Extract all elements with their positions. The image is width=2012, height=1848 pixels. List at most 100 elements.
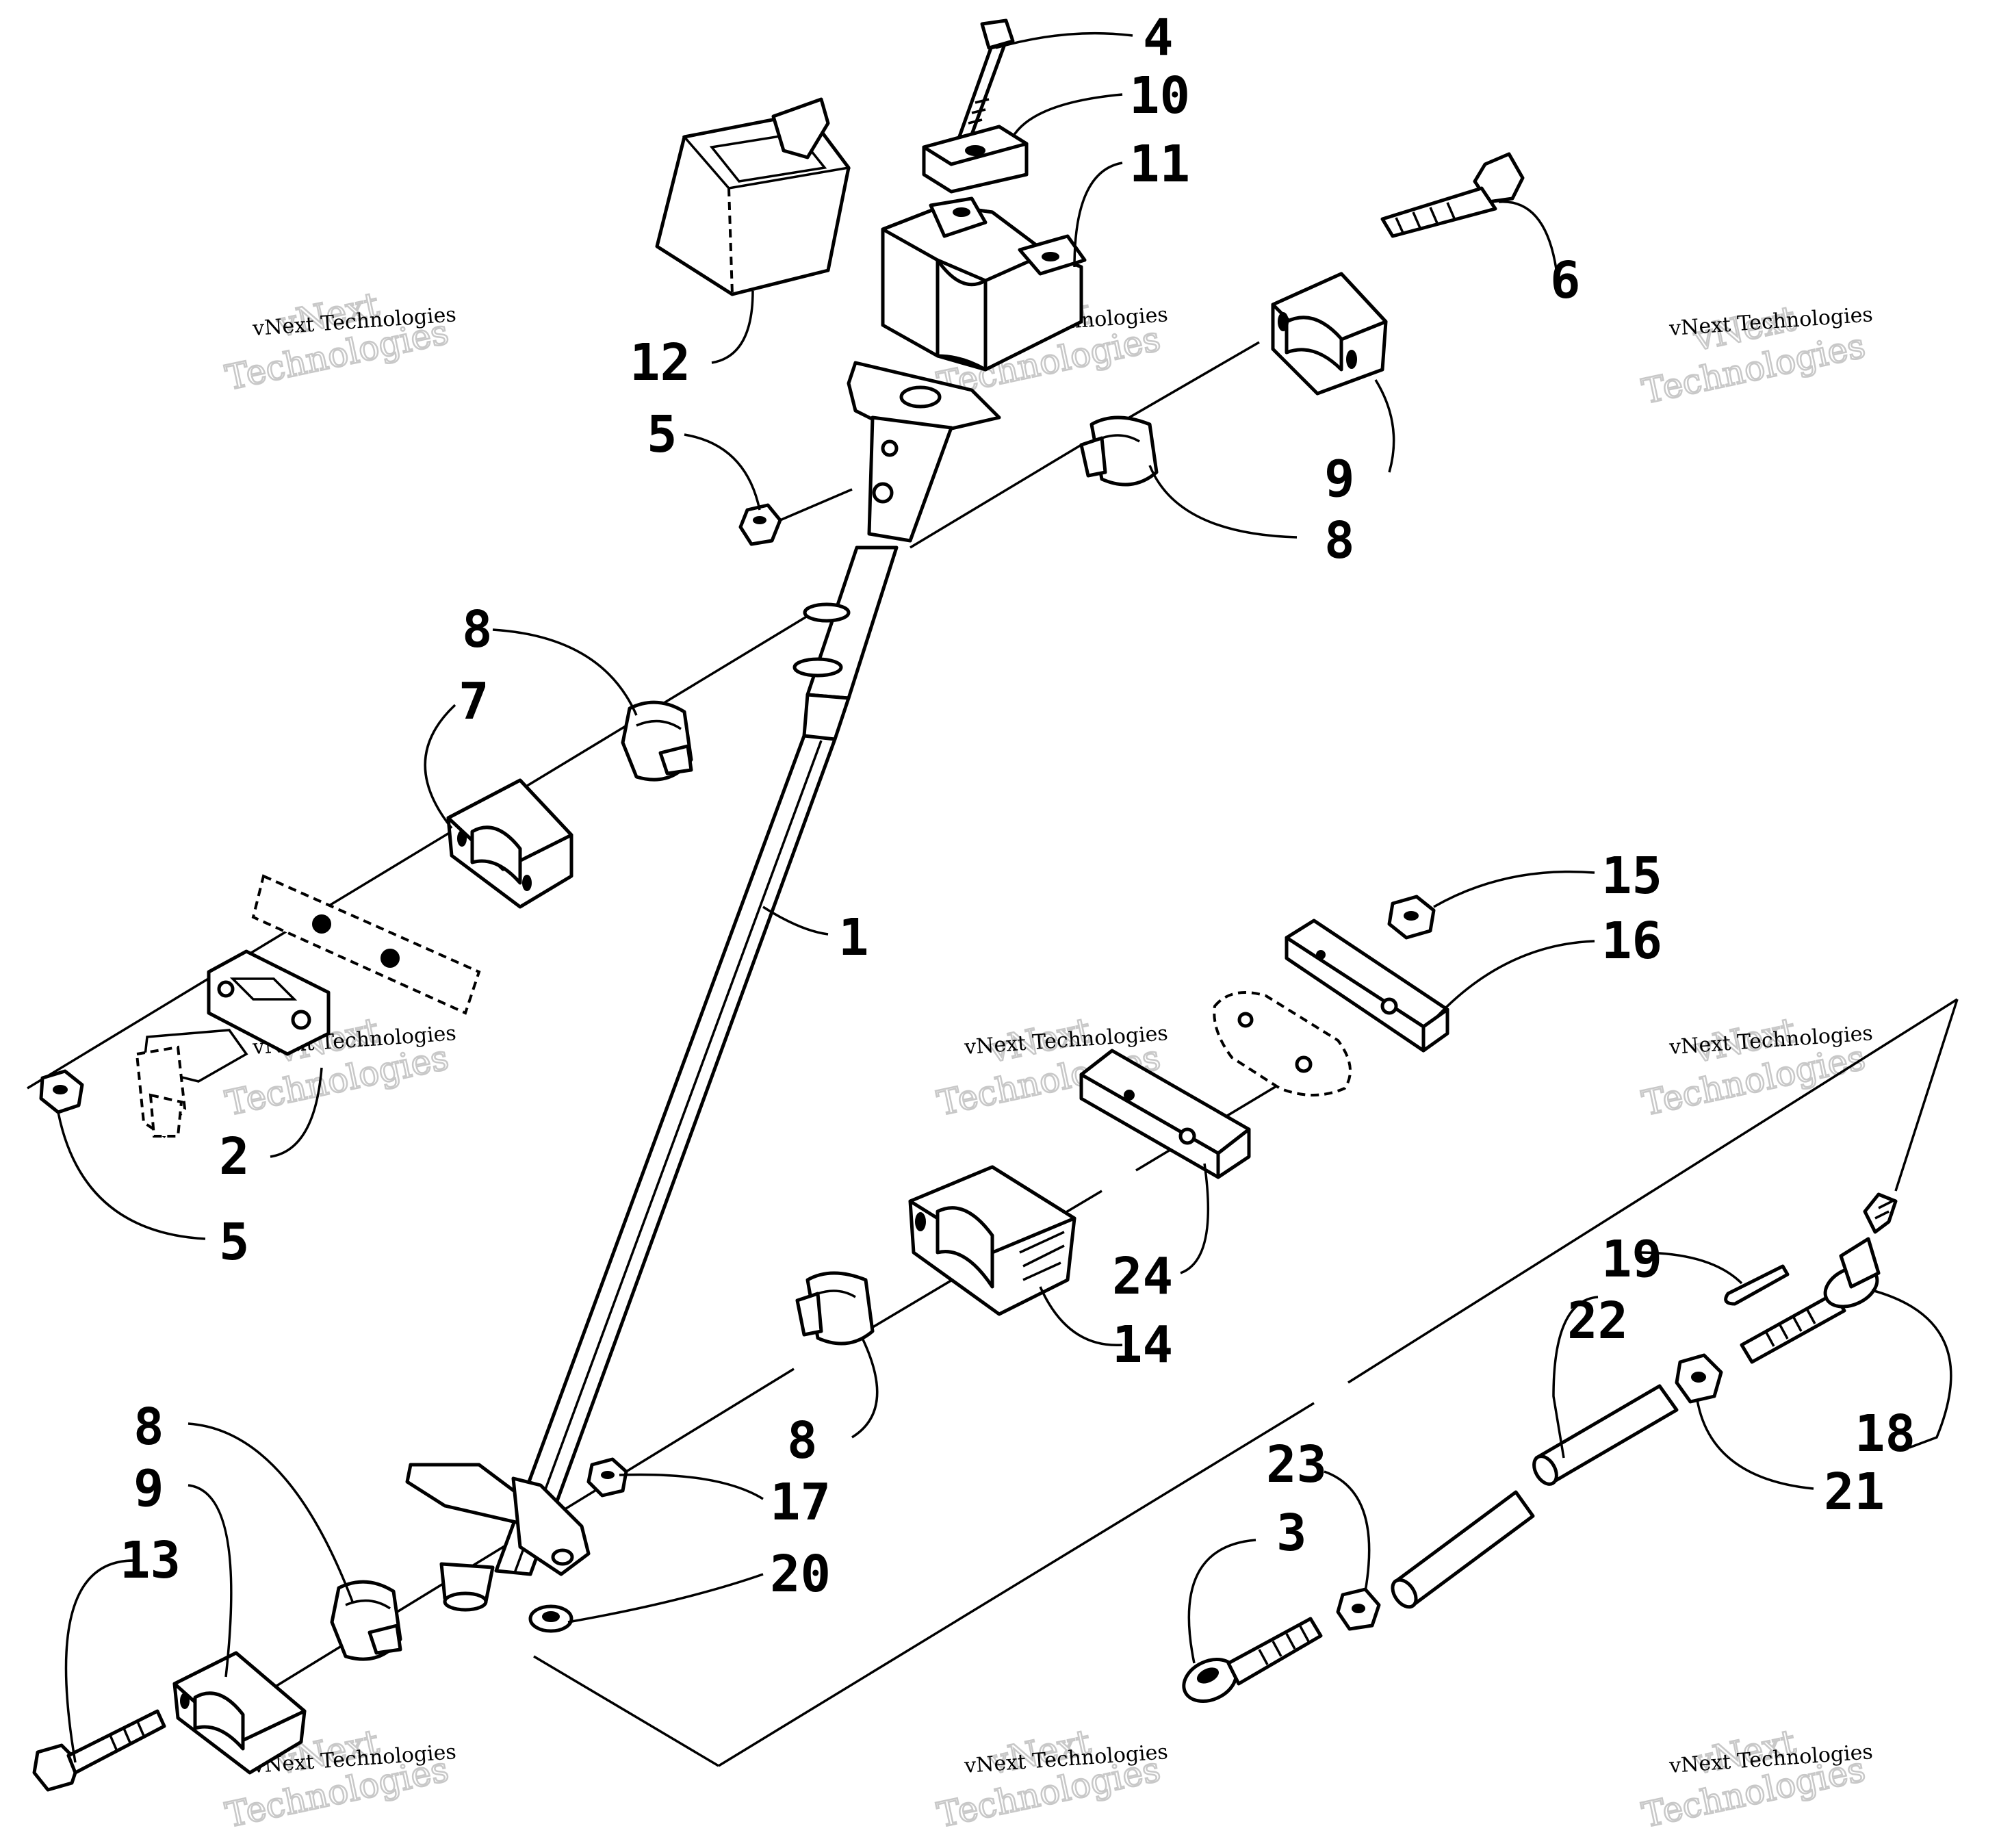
- lower-clamp-block[interactable]: [908, 1165, 1076, 1316]
- upper-right-bushing[interactable]: [1079, 415, 1159, 487]
- callout-7: 7: [459, 672, 489, 731]
- cotter-pin[interactable]: [1724, 1264, 1790, 1306]
- watermark-top-right: vNext Technologies: [1638, 298, 1869, 413]
- axis-tie-rod-frame-right: [1894, 999, 1959, 1192]
- callout-22: 22: [1567, 1292, 1628, 1350]
- bottom-left-bolt-thread: [122, 1726, 131, 1743]
- steering-post-top-hole: [899, 385, 942, 409]
- upper-clamp-half-hole: [1278, 312, 1289, 331]
- pitman-washer[interactable]: [528, 1604, 573, 1633]
- axis-tie-rod-frame-top: [1347, 998, 1958, 1384]
- upper-clamp-half-hole-2: [1346, 350, 1357, 369]
- leader-8-mid: [851, 1337, 879, 1439]
- right-jam-nut[interactable]: [1675, 1353, 1723, 1404]
- leader-12: [711, 290, 754, 364]
- upper-clamp-bore: [936, 258, 988, 372]
- mid-bushing-flange: [795, 1292, 823, 1337]
- upper-right-bolt[interactable]: [1380, 152, 1525, 238]
- upper-clamp-boss: [929, 196, 988, 238]
- bracket-hole-2: [217, 980, 235, 998]
- right-tie-rod-thread: [1792, 1316, 1803, 1332]
- upper-right-bolt-head: [1473, 152, 1525, 204]
- lower-clamp-block-texture: [1019, 1231, 1065, 1281]
- backing-plate[interactable]: [1285, 919, 1449, 1053]
- leader-7: [424, 704, 456, 830]
- axis-upper-bracket-2: [1128, 341, 1260, 419]
- bottom-left-bolt-thread: [108, 1733, 118, 1750]
- right-tie-rod-end-stud-top: [1863, 1192, 1898, 1234]
- upper-right-bolt-thread: [1429, 207, 1439, 224]
- bracket-slot: [229, 977, 298, 1001]
- left-jam-nut-hole: [1352, 1604, 1365, 1613]
- callout-14: 14: [1112, 1316, 1173, 1374]
- mid-bushing-edge: [817, 1289, 856, 1298]
- cover-tab: [771, 97, 830, 159]
- upper-clamp-block[interactable]: [881, 196, 1087, 372]
- tie-rod-tube-left: [1394, 1490, 1535, 1607]
- steering-post-ring-2: [792, 657, 843, 678]
- tie-rod-tube-left-end: [1391, 1578, 1418, 1609]
- lower-clamp-block-bore: [936, 1206, 994, 1289]
- top-bolt[interactable]: [956, 18, 1015, 146]
- callout-13: 13: [120, 1531, 181, 1590]
- watermark-mid-right: vNext Technologies: [1638, 1010, 1869, 1125]
- upper-clamp-hole-2: [1042, 252, 1059, 261]
- tie-rod-tube[interactable]: [1388, 1384, 1679, 1611]
- callout-11: 11: [1129, 135, 1190, 194]
- callout-4: 4: [1143, 8, 1174, 67]
- callout-8-bottom: 8: [133, 1398, 164, 1456]
- left-clamp-block[interactable]: [446, 778, 573, 909]
- gasket-hole-2: [1295, 1055, 1313, 1073]
- left-tie-rod-thread: [1258, 1649, 1269, 1665]
- upper-right-bushing-flange: [1079, 436, 1107, 478]
- axis-upper-bracket: [910, 444, 1082, 549]
- leader-15: [1433, 870, 1595, 908]
- left-tie-rod-end[interactable]: [1177, 1617, 1323, 1709]
- mounting-bracket[interactable]: [135, 949, 331, 1138]
- top-clamp-cap[interactable]: [922, 125, 1029, 194]
- left-tie-rod-thread: [1285, 1633, 1296, 1650]
- mid-right-nut-hole: [1404, 911, 1419, 921]
- gasket-phantom: [1213, 991, 1352, 1096]
- callout-5-lower: 5: [219, 1213, 250, 1272]
- gasket-outline: [1213, 991, 1352, 1096]
- pitman-nut-hole: [601, 1471, 615, 1479]
- mounting-plate-end: [1216, 1127, 1251, 1179]
- callout-21: 21: [1824, 1463, 1885, 1522]
- bottom-left-bolt[interactable]: [32, 1709, 166, 1792]
- leader-4: [995, 31, 1133, 49]
- bracket-hole: [291, 1010, 311, 1030]
- tie-rod-tube-right: [1534, 1384, 1679, 1484]
- leader-14: [1039, 1286, 1123, 1346]
- right-tie-rod-end[interactable]: [1740, 1192, 1898, 1364]
- callout-19: 19: [1601, 1230, 1662, 1289]
- left-clamp-block-hole: [457, 830, 467, 847]
- upper-clamp-half[interactable]: [1271, 272, 1388, 396]
- left-jam-nut[interactable]: [1336, 1587, 1381, 1631]
- leader-9-upper: [1374, 379, 1395, 473]
- lower-left-nut[interactable]: [39, 1069, 84, 1114]
- mid-bushing[interactable]: [795, 1271, 875, 1346]
- callout-5-upper: 5: [647, 405, 678, 464]
- callout-20: 20: [770, 1545, 831, 1604]
- upper-nut-body: [738, 503, 782, 546]
- right-tie-rod-thread: [1778, 1323, 1789, 1339]
- leader-5-lower: [57, 1112, 206, 1240]
- leader-18: [1871, 1289, 1952, 1449]
- upper-nut-hole: [753, 516, 766, 524]
- mid-right-nut[interactable]: [1387, 895, 1436, 940]
- bottom-clamp-half-hole: [180, 1693, 190, 1709]
- pitman-nut[interactable]: [586, 1457, 628, 1498]
- left-clamp-block-bore: [470, 825, 522, 885]
- cover-seam: [727, 188, 734, 295]
- steering-cover-boot[interactable]: [655, 97, 851, 296]
- upper-nut[interactable]: [738, 503, 782, 546]
- bottom-left-bushing[interactable]: [330, 1580, 402, 1661]
- steering-post[interactable]: [405, 361, 1001, 1612]
- bottom-left-clamp-half[interactable]: [172, 1651, 307, 1775]
- right-tie-rod-stud-thread: [1874, 1210, 1890, 1220]
- mounting-plate[interactable]: [1079, 1049, 1251, 1179]
- top-bolt-thread: [968, 118, 983, 125]
- leader-19: [1638, 1251, 1743, 1285]
- left-bushing[interactable]: [621, 700, 693, 782]
